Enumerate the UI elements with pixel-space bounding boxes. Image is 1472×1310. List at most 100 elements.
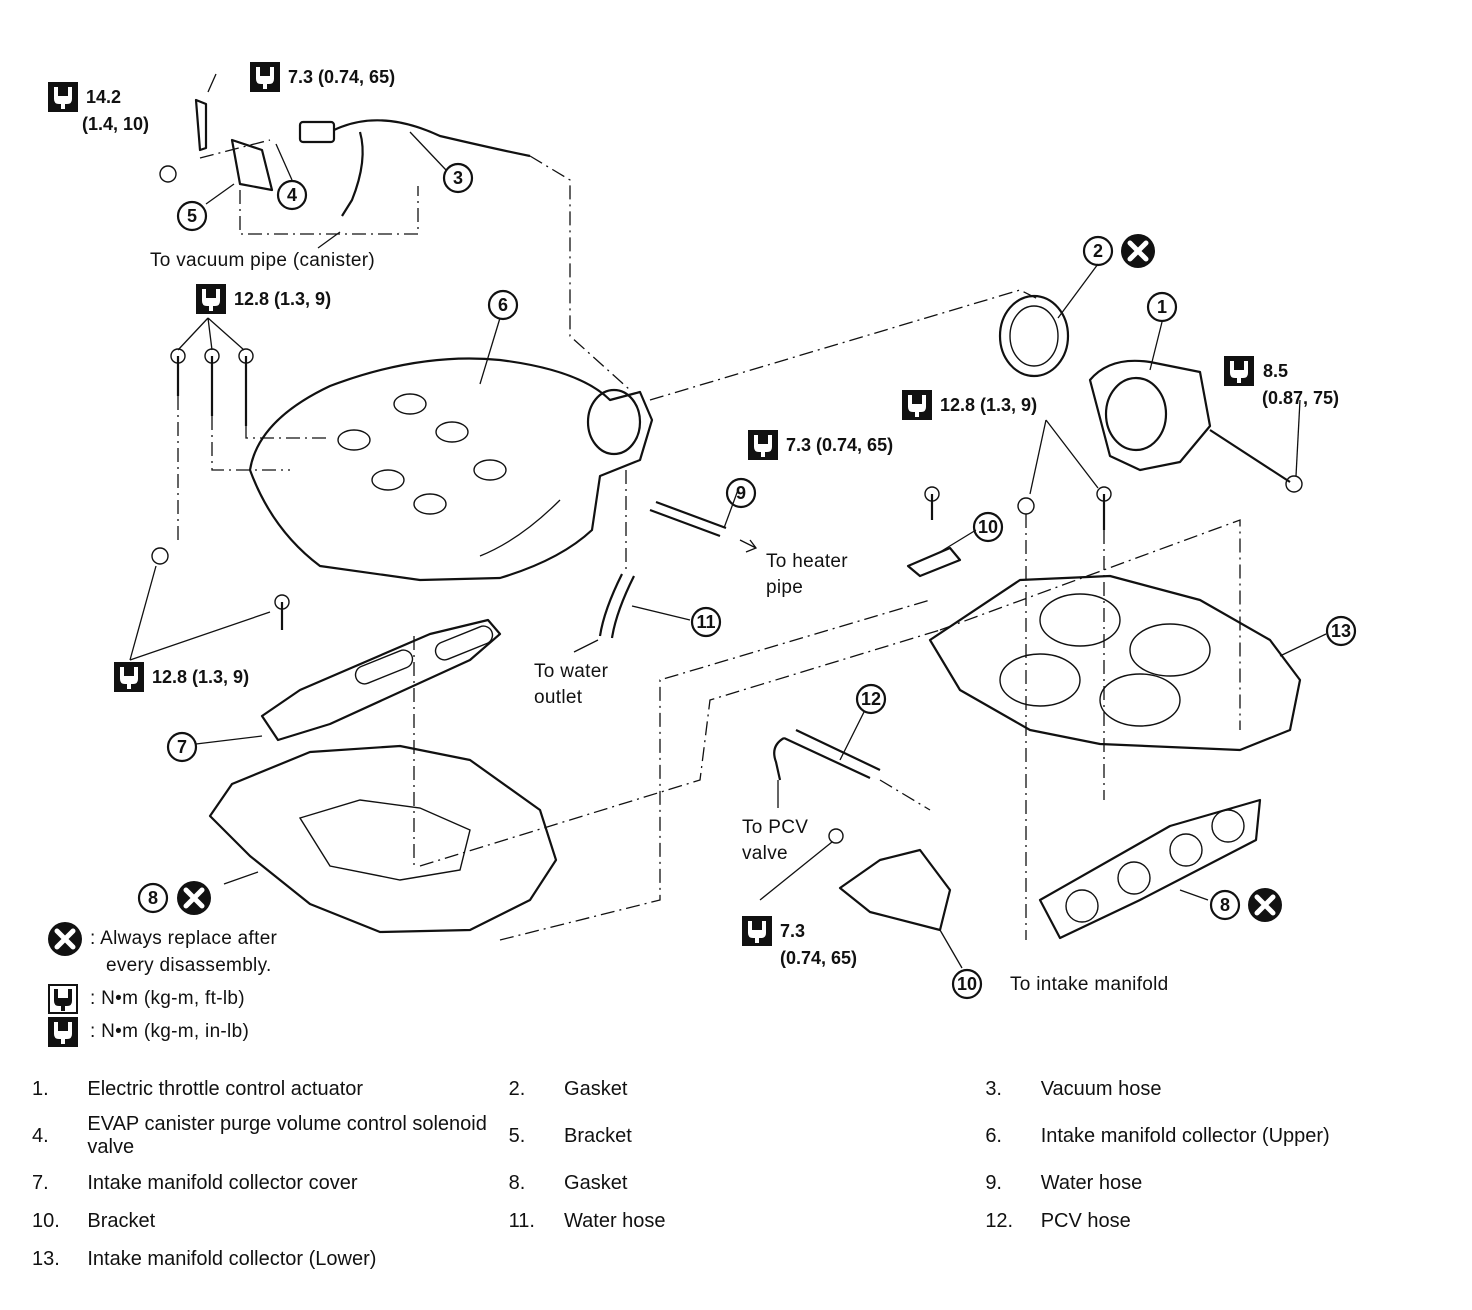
svg-text:9: 9 [736,483,746,503]
svg-text:10: 10 [978,517,998,537]
part-number: 4. [32,1124,49,1147]
note-heater-pipe: To heater [766,551,848,572]
torque-value: (1.4, 10) [82,114,149,134]
svg-text:3: 3 [453,168,463,188]
part-number [499,1240,564,1278]
part-number: 1. [32,1077,49,1100]
torque-value: 8.5 [1263,361,1288,381]
callout-3: 3 [442,162,474,194]
part-number: 13. [32,1247,60,1270]
leader-lines [129,73,1327,969]
part-name: Gasket [564,1171,628,1194]
bolts-right [924,486,1112,940]
torque-value: 7.3 (0.74, 65) [786,435,893,455]
torque-wrench-icon [196,284,226,314]
torque-value: 7.3 [780,921,805,941]
part-name [564,1240,975,1278]
callout-6: 6 [487,289,519,321]
part-name: Gasket [564,1077,628,1100]
arrow-vacuum [317,231,341,249]
torque-12-8-upper: 12.8 (1.3, 9) [196,284,331,314]
callout-8-left: 8 [137,882,169,914]
parts-row: 7. Intake manifold collector cover 8. Ga… [22,1164,1452,1202]
legend-replace: : Always replace after [48,922,277,955]
part-name: Bracket [564,1124,632,1147]
callout-7: 7 [166,731,198,763]
svg-text:8: 8 [1220,895,1230,915]
svg-text:1: 1 [1157,297,1167,317]
legend-replace-text-2: every disassembly. [106,954,272,976]
part-number: 3. [985,1077,1002,1100]
callout-10-upper: 10 [972,511,1004,543]
bolts-upper [151,348,330,630]
callout-11: 11 [690,606,722,638]
symbol-legend: : Always replace after every disassembly… [48,922,277,1048]
part-pcv-hose [773,729,931,811]
parts-row: 13. Intake manifold collector (Lower) [22,1240,1452,1278]
torque-wrench-icon [748,430,778,460]
arrow-water [573,639,599,653]
torque-wrench-icon [250,62,280,92]
part-name: Water hose [1040,1171,1143,1194]
torque-wrench-icon [48,983,78,1014]
torque-value: 14.2 [86,87,121,107]
connector-line [649,289,1041,401]
part-intake-collector-lower [928,519,1302,752]
part-name: Intake manifold collector (Upper) [1040,1124,1330,1147]
part-name: Intake manifold collector (Lower) [87,1247,377,1270]
part-number [975,1240,1040,1278]
callout-8-right: 8 [1209,889,1241,921]
torque-value: 12.8 (1.3, 9) [234,289,331,309]
torque-value: 7.3 (0.74, 65) [288,67,395,87]
part-throttle-actuator [1088,359,1303,493]
svg-text:2: 2 [1093,241,1103,261]
callout-13: 13 [1325,615,1357,647]
legend-replace-cont: every disassembly. [48,949,277,982]
arrow-heater [739,539,758,553]
torque-wrench-icon [902,390,932,420]
callout-10-lower: 10 [951,968,983,1000]
exploded-diagram: 14.2 (1.4, 10) 7.3 (0.74, 65) 12.8 (1.3,… [48,62,1357,1000]
part-name [1041,1240,1452,1278]
torque-12-8-collector: 12.8 (1.3, 9) [902,390,1037,420]
svg-text:4: 4 [287,185,297,205]
torque-7-3-lower: 7.3 (0.74, 65) [742,916,857,968]
note-pcv-valve-2: valve [742,843,788,864]
part-number: 6. [985,1124,1002,1147]
parts-row: 1. Electric throttle control actuator 2.… [22,1070,1452,1108]
legend-torque-ftlb: : N•m (kg-m, ft-lb) [48,982,277,1015]
bolt [828,828,844,844]
part-name: PCV hose [1040,1209,1131,1232]
part-name: Bracket [87,1209,156,1232]
svg-text:12: 12 [861,689,881,709]
svg-text:11: 11 [696,612,715,632]
part-gasket-right [1038,798,1262,940]
part-number: 5. [508,1124,526,1147]
svg-text:8: 8 [148,888,158,908]
callout-2: 2 [1082,235,1114,267]
svg-text:7: 7 [177,737,187,757]
torque-wrench-icon [742,916,772,946]
x-circle-icon [177,881,211,915]
torque-value: (0.87, 75) [1262,388,1339,408]
torque-value: (0.74, 65) [780,948,857,968]
part-number: 8. [508,1171,526,1194]
callout-4: 4 [276,179,308,211]
part-number: 11. [508,1209,535,1232]
torque-7-3-top: 7.3 (0.74, 65) [250,62,395,92]
legend-inlb-text: : N•m (kg-m, in-lb) [90,1020,250,1042]
note-heater-pipe-2: pipe [766,577,803,598]
part-number: 10. [32,1209,60,1232]
part-gasket-left [208,744,558,934]
note-water-outlet: To water [534,661,609,682]
note-vacuum-pipe: To vacuum pipe (canister) [150,250,375,271]
torque-wrench-icon [48,1016,78,1047]
torque-wrench-icon [114,662,144,692]
callout-9: 9 [725,477,757,509]
connector-line [419,629,941,867]
part-name: Electric throttle control actuator [87,1077,364,1100]
part-bracket-10-upper [906,546,962,578]
callout-12: 12 [855,683,887,715]
part-intake-collector-upper [248,357,654,582]
part-number: 9. [985,1171,1002,1194]
